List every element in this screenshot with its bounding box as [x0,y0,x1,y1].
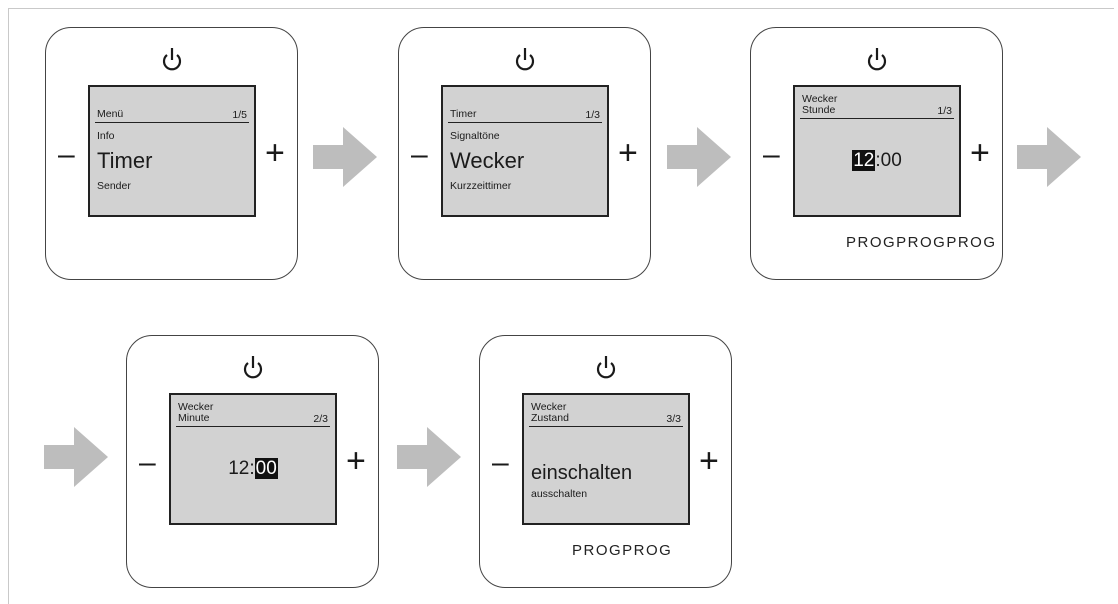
arrow-right-icon [1017,127,1081,187]
device-minute: – + Wecker Minute 2/3 12:00 [126,335,379,588]
menu-item-signaltoene: Signaltöne [450,130,500,142]
time-minutes: :00 [875,150,902,171]
menu-item-sender: Sender [97,180,131,192]
arrow-right-icon [397,427,461,487]
display-screen: Menü 1/5 Info Timer Sender [88,85,256,217]
menu-item-selected: Wecker [450,148,525,173]
time-hour: 12: [228,458,255,479]
screen-title: Wecker [802,93,838,105]
page-indicator: 1/3 [937,105,952,117]
time-hour-highlight: 12 [852,150,876,171]
time-display: 12:00 [795,150,959,172]
plus-button[interactable]: + [618,134,638,172]
plus-button[interactable]: + [265,134,285,172]
power-icon[interactable] [514,46,536,72]
arrow-right-icon [313,127,377,187]
menu-header: Timer [450,108,477,120]
page-indicator: 1/5 [232,109,247,121]
state-option-selected: einschalten [531,462,633,484]
time-display: 12:00 [171,458,335,480]
plus-button[interactable]: + [699,442,719,480]
device-menu: – + Menü 1/5 Info Timer Sender [45,27,298,280]
minus-button[interactable]: – [411,138,428,171]
screen-subtitle: Zustand [531,412,569,424]
minus-button[interactable]: – [492,446,509,479]
minus-button[interactable]: – [763,138,780,171]
prog-button-label[interactable]: PROGPROG [572,542,673,559]
device-hour: – + Wecker Stunde 1/3 12:00 PROGPROGPROG [750,27,1003,280]
page-indicator: 1/3 [585,109,600,121]
power-icon[interactable] [242,354,264,380]
screen-title: Wecker [531,401,567,413]
time-minute-highlight: 00 [254,458,278,479]
menu-item-info: Info [97,130,115,142]
header-divider [800,118,954,119]
power-icon[interactable] [161,46,183,72]
header-divider [176,426,330,427]
power-icon[interactable] [866,46,888,72]
menu-header: Menü [97,108,124,120]
minus-button[interactable]: – [58,138,75,171]
header-divider [95,122,249,123]
power-icon[interactable] [595,354,617,380]
diagram-frame [8,8,1114,604]
screen-title: Wecker [178,401,214,413]
screen-subtitle: Stunde [802,104,836,116]
prog-button-label[interactable]: PROGPROGPROG [846,234,997,251]
header-divider [529,426,683,427]
minus-button[interactable]: – [139,446,156,479]
screen-subtitle: Minute [178,412,210,424]
state-option-off: ausschalten [531,488,588,500]
menu-item-kurzzeittimer: Kurzzeittimer [450,180,512,192]
header-divider [448,122,602,123]
plus-button[interactable]: + [346,442,366,480]
arrow-right-icon [667,127,731,187]
page-indicator: 2/3 [313,413,328,425]
display-screen: Wecker Stunde 1/3 12:00 [793,85,961,217]
display-screen: Timer 1/3 Signaltöne Wecker Kurzzeittime… [441,85,609,217]
display-screen: Wecker Minute 2/3 12:00 [169,393,337,525]
device-state: – + Wecker Zustand 3/3 einschalten aussc… [479,335,732,588]
menu-item-selected: Timer [97,148,153,173]
arrow-right-icon [44,427,108,487]
plus-button[interactable]: + [970,134,990,172]
display-screen: Wecker Zustand 3/3 einschalten ausschalt… [522,393,690,525]
device-timer: – + Timer 1/3 Signaltöne Wecker Kurzzeit… [398,27,651,280]
page-indicator: 3/3 [666,413,681,425]
